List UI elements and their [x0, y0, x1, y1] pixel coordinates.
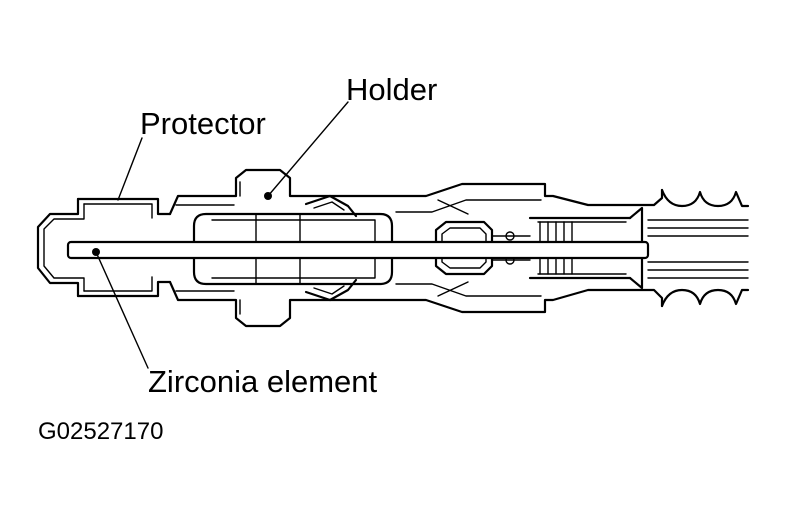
cable-grommet	[647, 188, 750, 308]
outer-housing	[328, 182, 664, 314]
zirconia-element-label: Zirconia element	[148, 364, 378, 399]
protector-shield	[36, 197, 172, 298]
zirconia-element-rod	[66, 240, 650, 260]
terminal-connector	[434, 206, 644, 290]
protector-label: Protector	[140, 106, 266, 141]
crimp-ring	[304, 194, 358, 302]
zirconia-leader-dot	[92, 248, 100, 256]
leader-lines	[92, 101, 349, 369]
holder-leader-dot	[264, 192, 272, 200]
figure-id: G02527170	[38, 418, 164, 445]
holder-label: Holder	[346, 72, 438, 107]
holder-body	[168, 168, 332, 328]
